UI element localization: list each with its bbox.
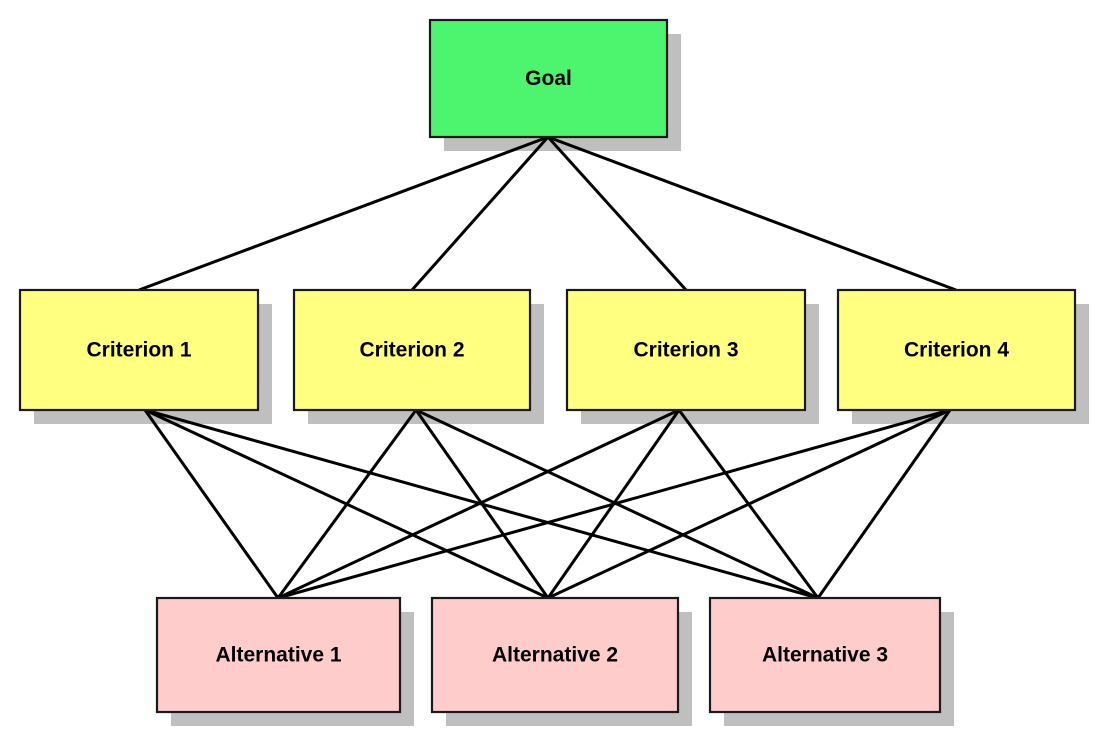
node-label-c1: Criterion 1 xyxy=(86,339,191,362)
connector-layer xyxy=(138,135,957,600)
node-a2[interactable]: Alternative 2 xyxy=(430,596,680,714)
node-goal[interactable]: Goal xyxy=(428,18,669,139)
node-label-c2: Criterion 2 xyxy=(359,339,464,362)
link-goal-to-c2 xyxy=(410,136,550,291)
node-label-c4: Criterion 4 xyxy=(904,339,1009,362)
node-box-a3[interactable] xyxy=(708,596,942,714)
node-label-goal: Goal xyxy=(525,67,572,90)
node-label-a1: Alternative 1 xyxy=(215,644,341,667)
link-c4-to-a2 xyxy=(547,408,951,600)
node-box-a2[interactable] xyxy=(430,596,680,714)
node-a1[interactable]: Alternative 1 xyxy=(155,596,402,714)
link-goal-to-c1 xyxy=(138,135,549,292)
node-box-c1[interactable] xyxy=(18,288,260,412)
node-label-c3: Criterion 3 xyxy=(633,339,738,362)
link-c1-to-a1 xyxy=(143,409,280,599)
node-c1[interactable]: Criterion 1 xyxy=(18,288,260,412)
node-c4[interactable]: Criterion 4 xyxy=(836,288,1077,412)
link-goal-to-c3 xyxy=(546,135,688,292)
link-c4-to-a3 xyxy=(816,409,952,599)
node-box-c4[interactable] xyxy=(836,288,1077,412)
node-box-a1[interactable] xyxy=(155,596,402,714)
link-goal-to-c4 xyxy=(547,135,957,292)
node-box-c3[interactable] xyxy=(565,288,807,412)
link-c2-to-a1 xyxy=(276,409,418,599)
node-label-a2: Alternative 2 xyxy=(492,644,618,667)
node-label-a3: Alternative 3 xyxy=(762,644,888,667)
node-box-goal[interactable] xyxy=(428,18,669,139)
link-c3-to-a1 xyxy=(277,408,680,600)
link-c4-to-a1 xyxy=(277,408,951,600)
node-c3[interactable]: Criterion 3 xyxy=(565,288,807,412)
node-box-c2[interactable] xyxy=(292,288,532,412)
node-a3[interactable]: Alternative 3 xyxy=(708,596,942,714)
node-c2[interactable]: Criterion 2 xyxy=(292,288,532,412)
